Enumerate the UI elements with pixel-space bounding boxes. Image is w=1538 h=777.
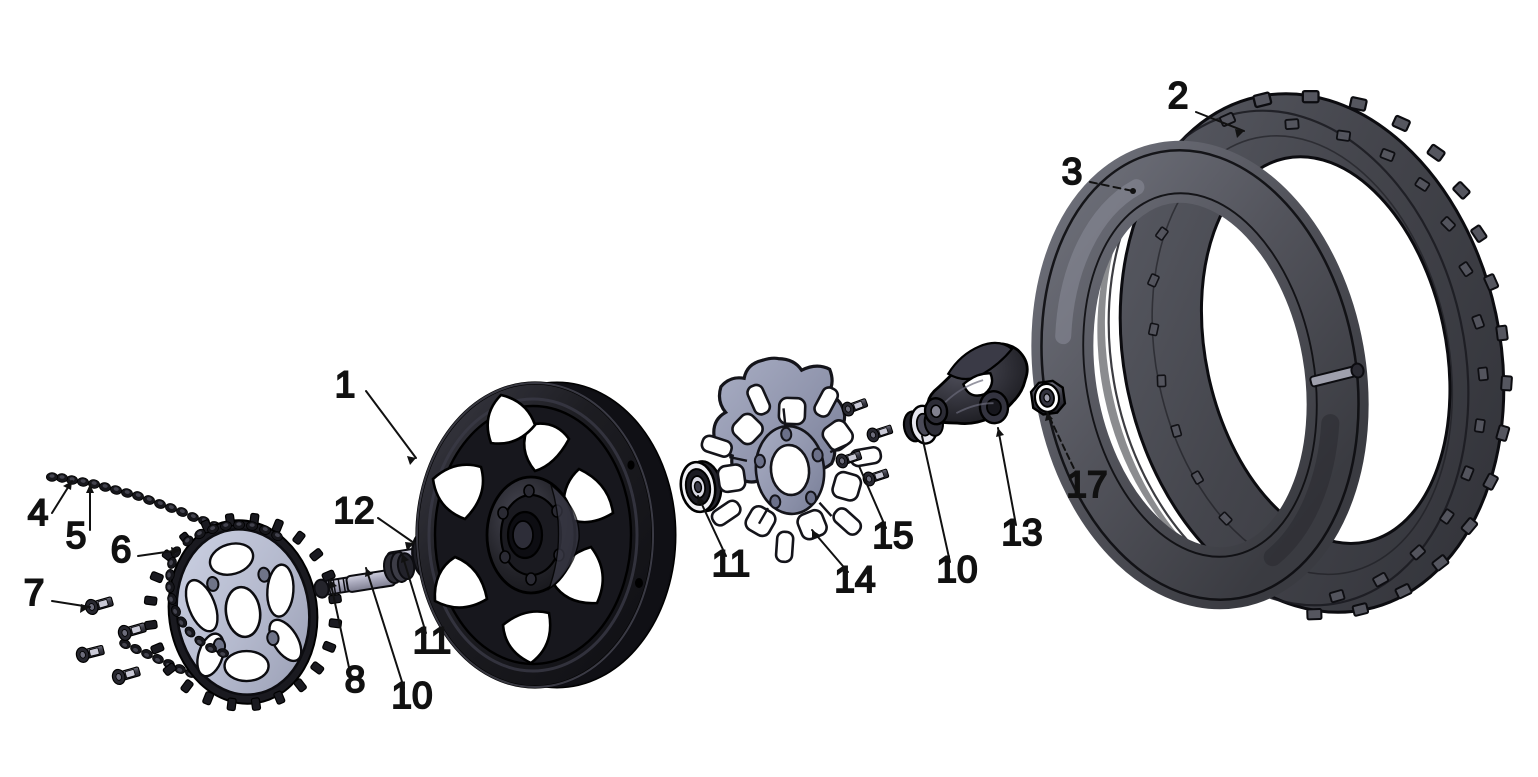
callout-15: 15 — [858, 465, 915, 557]
callout-12: 12 — [332, 489, 415, 551]
callout-10-left: 10 — [365, 567, 434, 717]
callout-3-label: 3 — [1062, 151, 1083, 192]
part-rear-sprocket — [143, 512, 343, 712]
callout-12-label: 12 — [333, 490, 374, 531]
callout-layer: 1 2 3 4 5 6 7 — [23, 74, 1245, 717]
callout-17-label: 17 — [1066, 464, 1107, 505]
callout-8-label: 8 — [345, 659, 366, 700]
callout-11-right-label: 11 — [712, 543, 750, 584]
callout-6-label: 6 — [111, 529, 132, 570]
part-wheel-rim — [415, 381, 677, 689]
callout-5: 5 — [65, 483, 94, 557]
callout-7: 7 — [23, 571, 91, 614]
callout-5-label: 5 — [66, 515, 87, 556]
callout-2-label: 2 — [1168, 75, 1189, 116]
callout-13-label: 13 — [1001, 512, 1042, 553]
part-caliper-bracket — [923, 341, 1029, 426]
callout-4: 4 — [27, 480, 73, 534]
callout-14: 14 — [811, 529, 877, 601]
callout-3: 3 — [1061, 150, 1136, 194]
callout-2: 2 — [1167, 74, 1245, 138]
callout-13: 13 — [996, 427, 1044, 554]
callout-17: 17 — [1045, 411, 1109, 506]
part-wheel-bearing-right — [679, 460, 723, 514]
callout-6: 6 — [110, 528, 181, 571]
callout-4-label: 4 — [28, 492, 49, 533]
valve-stem — [1309, 362, 1365, 388]
callout-10-right-label: 10 — [936, 549, 977, 590]
callout-15-label: 15 — [872, 515, 913, 556]
callout-8: 8 — [329, 579, 366, 701]
callout-1-label: 1 — [335, 364, 356, 405]
callout-14-label: 14 — [834, 559, 875, 600]
callout-1: 1 — [334, 363, 417, 465]
part-inner-tube — [1031, 140, 1369, 610]
part-brake-disc — [700, 356, 883, 564]
part-axle-nut — [1029, 379, 1067, 416]
callout-11-left-label: 11 — [413, 620, 451, 661]
callout-10-right: 10 — [921, 435, 979, 591]
callout-11-left: 11 — [401, 553, 452, 662]
callout-7-label: 7 — [24, 572, 45, 613]
callout-10-left-label: 10 — [391, 675, 432, 716]
callout-11-right: 11 — [697, 495, 751, 585]
